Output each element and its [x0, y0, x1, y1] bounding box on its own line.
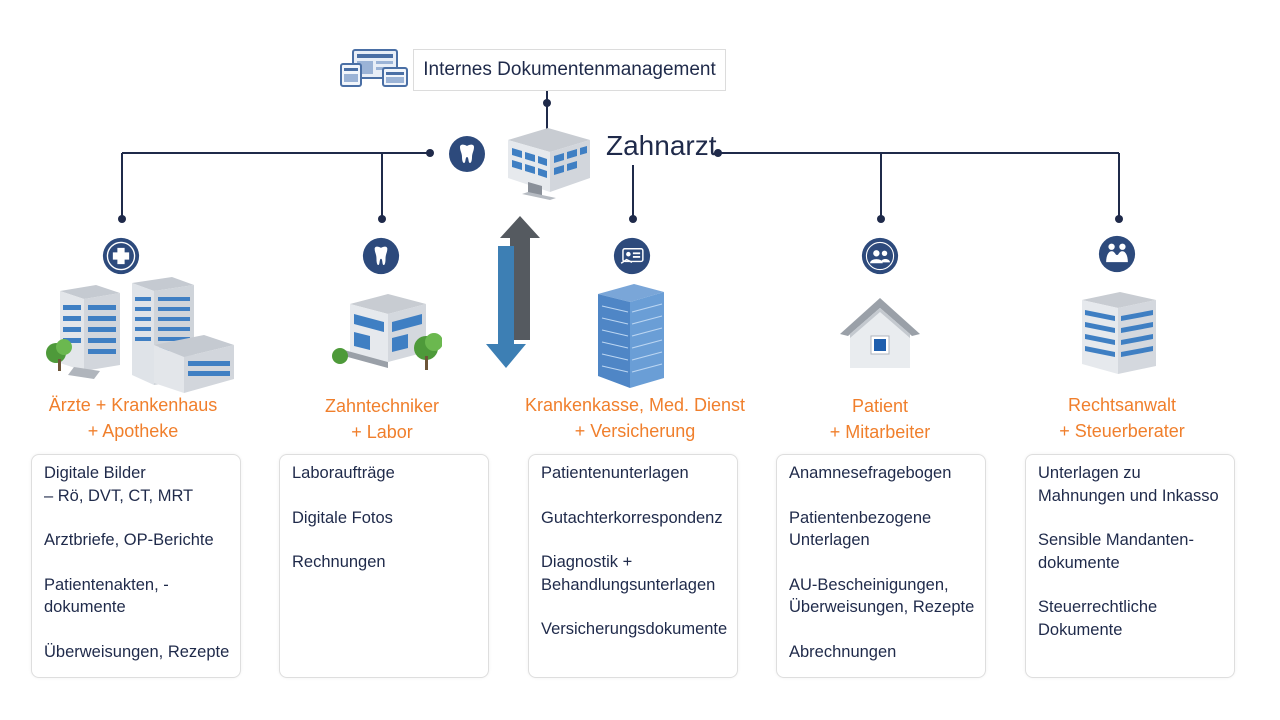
handshake-icon: [1098, 235, 1136, 273]
insurance-card-icon: [613, 237, 651, 275]
dental-clinic-building-icon: [508, 128, 590, 200]
internal-dms-box: Internes Dokumentenmanagement: [413, 49, 726, 91]
category-title-line2: + Apotheke: [87, 421, 179, 441]
card-item: Diagnostik + Behandlungsunterlagen: [541, 553, 716, 594]
card-item: Digitale Fotos: [292, 508, 393, 527]
category-title-line1: Patient: [851, 396, 909, 416]
category-title-line1: Rechtsanwalt: [1067, 395, 1177, 415]
card-rechtsanwalt: Unterlagen zu Mahnungen und Inkasso Sens…: [1025, 454, 1235, 678]
tooth-icon: [449, 136, 485, 172]
card-item: Unterlagen zu Mahnungen und Inkasso: [1038, 464, 1219, 505]
category-title-krankenkasse: Krankenkasse, Med. Dienst + Versicherung: [505, 392, 765, 444]
category-title-line2: + Mitarbeiter: [829, 422, 931, 442]
card-item: Sensible Mandanten- dokumente: [1038, 531, 1194, 572]
category-title-line1: Zahntechniker: [324, 396, 440, 416]
category-title-line2: + Labor: [351, 422, 413, 442]
connector-dot: [1115, 215, 1123, 223]
connector-dot: [118, 215, 126, 223]
connector-dot: [629, 215, 637, 223]
exchange-arrows-icon: [486, 216, 540, 368]
card-item: AU-Bescheinigungen, Überweisungen, Rezep…: [789, 575, 975, 617]
card-patient: Anamnesefragebogen Patientenbezogene Unt…: [776, 454, 986, 678]
medical-cross-icon: [102, 237, 140, 275]
house-icon: [840, 298, 920, 368]
card-item: Patientenbezogene Unterlagen: [789, 508, 932, 550]
card-item: Rechnungen: [292, 553, 386, 571]
card-item: Überweisungen, Rezepte: [44, 642, 230, 661]
insurance-tower-icon: [598, 284, 664, 388]
category-title-rechtsanwalt: Rechtsanwalt + Steuerberater: [1002, 392, 1242, 444]
card-item: Gutachterkorrespondenz: [541, 508, 723, 527]
category-title-line2: + Steuerberater: [1059, 421, 1185, 441]
connector-dot: [714, 149, 722, 157]
card-item: Patientenunterlagen: [541, 464, 689, 482]
connector-dot: [426, 149, 434, 157]
card-zahntechniker: Laboraufträge Digitale Fotos Rechnungen: [279, 454, 489, 678]
connector-dot: [877, 215, 885, 223]
document-screens-icon: [340, 49, 408, 87]
card-aerzte: Digitale Bilder – Rö, DVT, CT, MRT Arztb…: [31, 454, 241, 678]
card-item: Versicherungsdokumente: [541, 620, 728, 638]
hospital-complex-icon: [46, 277, 234, 393]
category-title-patient: Patient + Mitarbeiter: [760, 393, 1000, 445]
card-item: Patientenakten, - dokumente: [44, 575, 169, 617]
category-title-line2: + Versicherung: [574, 421, 696, 441]
connector-dot: [378, 215, 386, 223]
card-item: Laboraufträge: [292, 464, 395, 482]
law-office-building-icon: [1082, 292, 1156, 374]
card-krankenkasse: Patientenunterlagen Gutachterkorresponde…: [528, 454, 738, 678]
card-item: Steuerrechtliche Dokumente: [1038, 598, 1158, 639]
category-title-zahntechniker: Zahntechniker + Labor: [262, 393, 502, 445]
card-item: Abrechnungen: [789, 642, 897, 661]
category-title-aerzte: Ärzte + Krankenhaus + Apotheke: [13, 392, 253, 444]
people-icon: [861, 237, 899, 275]
card-item: Arztbriefe, OP-Berichte: [44, 531, 214, 549]
card-item: Anamnesefragebogen: [789, 464, 952, 482]
category-title-line1: Krankenkasse, Med. Dienst: [524, 395, 746, 415]
center-title: Zahnarzt: [606, 130, 717, 161]
connector-dot: [543, 99, 551, 107]
dental-lab-building-icon: [332, 294, 442, 370]
card-item: Digitale Bilder – Rö, DVT, CT, MRT: [44, 464, 194, 505]
tooth-lab-icon: [362, 237, 400, 275]
category-title-line1: Ärzte + Krankenhaus: [48, 395, 218, 415]
